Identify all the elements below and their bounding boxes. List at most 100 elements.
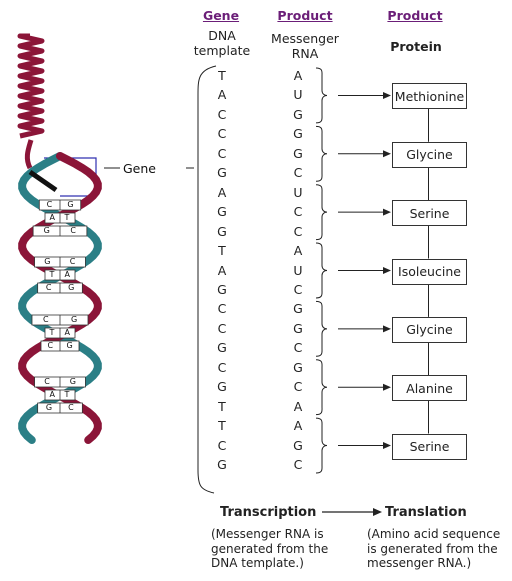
- dna-template-header: DNA template: [186, 28, 258, 58]
- amino-acid-box: Glycine: [392, 316, 467, 343]
- mrna-base: C: [293, 204, 303, 220]
- gene-strand-marker: [28, 169, 58, 193]
- mrna-base: C: [293, 165, 303, 181]
- gene-header: Gene: [202, 8, 240, 23]
- dna-base: T: [218, 68, 226, 83]
- helix-base-letter: T: [64, 390, 70, 399]
- dna-template-header-line1: DNA: [208, 28, 236, 43]
- dna-base: C: [217, 126, 227, 142]
- dna-template-header-line2: template: [193, 43, 251, 58]
- mrna-base: G: [293, 106, 303, 122]
- mrna-header-line2: RNA: [291, 46, 319, 61]
- mrna-base: G: [293, 320, 303, 336]
- helix-base-letter: T: [49, 270, 55, 279]
- mrna-base: A: [293, 418, 303, 434]
- helix-base-letter: G: [68, 283, 75, 292]
- amino-acid-box: Isoleucine: [392, 258, 467, 285]
- dna-base: G: [217, 379, 227, 395]
- arrowhead-icon: [383, 91, 391, 99]
- mrna-base: C: [293, 457, 303, 472]
- translation-note-line: is generated from the: [367, 541, 498, 556]
- protein-header: Protein: [390, 39, 442, 54]
- mrna-base: G: [293, 126, 303, 142]
- footer-arrowhead-icon: [373, 508, 382, 516]
- dna-base: G: [217, 223, 227, 239]
- codon-brace: [315, 242, 328, 299]
- arrowhead-icon: [383, 208, 391, 216]
- helix-base-letter: G: [67, 200, 74, 209]
- codon-brace: [315, 67, 328, 124]
- translation-note-line: (Amino acid sequence: [367, 527, 501, 541]
- gene-label: Gene: [123, 161, 156, 176]
- coiled-chromatin: [17, 33, 45, 139]
- dna-base: C: [217, 145, 227, 161]
- dna-base: A: [217, 184, 227, 200]
- codon-brace: [315, 359, 328, 416]
- dna-base: C: [217, 301, 227, 317]
- dna-base: T: [218, 418, 226, 434]
- helix-base-letter: A: [64, 270, 70, 279]
- transcription-note-line: DNA template.): [211, 556, 304, 570]
- helix-base-letter: T: [64, 213, 70, 222]
- arrowhead-icon: [383, 150, 391, 158]
- dna-template-bracket: [197, 65, 217, 494]
- helix-base-letter: C: [45, 283, 52, 292]
- dna-base: G: [217, 340, 227, 356]
- mrna-base: A: [293, 243, 303, 259]
- mrna-base: G: [293, 301, 303, 317]
- dna-base: T: [218, 398, 226, 414]
- helix-base-letter: G: [66, 341, 73, 350]
- arrowhead-icon: [383, 267, 391, 274]
- dna-base: G: [217, 457, 227, 472]
- transcription-note-line: generated from the: [211, 541, 329, 556]
- helix-base-letter: A: [49, 213, 55, 222]
- transcription-note: (Messenger RNA is generated from the DNA…: [211, 527, 351, 571]
- product-mrna-header: Product: [277, 8, 333, 23]
- mrna-base: C: [293, 379, 303, 395]
- mrna-base: G: [293, 359, 303, 375]
- dna-base: C: [217, 320, 227, 336]
- transcription-note-line: (Messenger RNA is: [211, 527, 324, 541]
- translation-note-line: messenger RNA.): [367, 556, 472, 570]
- helix-base-letter: C: [69, 257, 76, 266]
- helix-base-letter: G: [71, 315, 78, 324]
- mrna-base: U: [293, 262, 303, 278]
- helix-base-letter: C: [43, 315, 49, 324]
- helix-base-letter: C: [47, 341, 54, 350]
- helix-base-letter: A: [64, 328, 70, 337]
- mrna-base: C: [293, 340, 303, 356]
- helix-base-letter: G: [43, 226, 50, 235]
- dna-base: T: [218, 243, 226, 259]
- dna-base: C: [217, 106, 227, 122]
- mrna-header: Messenger RNA: [262, 31, 348, 61]
- dna-base: C: [217, 437, 227, 453]
- mrna-base: U: [293, 184, 303, 200]
- helix-base-letter: G: [44, 257, 51, 266]
- mrna-base: U: [293, 87, 303, 103]
- mrna-base: A: [293, 68, 303, 83]
- dna-base: G: [217, 281, 227, 297]
- arrowhead-icon: [383, 325, 391, 333]
- amino-acid-box: Methionine: [392, 83, 467, 110]
- mrna-base: G: [293, 437, 303, 453]
- codon-brace: [315, 300, 328, 357]
- mrna-base: G: [293, 145, 303, 161]
- arrowhead-icon: [383, 383, 391, 391]
- amino-acid-box: Alanine: [392, 375, 467, 402]
- helix-base-letter: C: [46, 200, 53, 209]
- helix-base-letter: G: [45, 403, 53, 412]
- dna-base: G: [217, 165, 227, 181]
- helix-base-letter: G: [69, 377, 76, 386]
- codon-brace: [315, 184, 328, 241]
- amino-acid-box: Glycine: [392, 141, 467, 168]
- codon-brace: [315, 417, 328, 474]
- amino-acid-box: Serine: [392, 200, 467, 227]
- codon-brace: [315, 125, 328, 182]
- helix-base-letter: C: [44, 377, 50, 386]
- transcription-label: Transcription: [220, 505, 317, 520]
- mrna-header-line1: Messenger: [271, 31, 339, 46]
- helix-base-letter: A: [49, 390, 55, 399]
- dna-base: A: [217, 87, 227, 103]
- helix-base-letter: C: [68, 403, 74, 412]
